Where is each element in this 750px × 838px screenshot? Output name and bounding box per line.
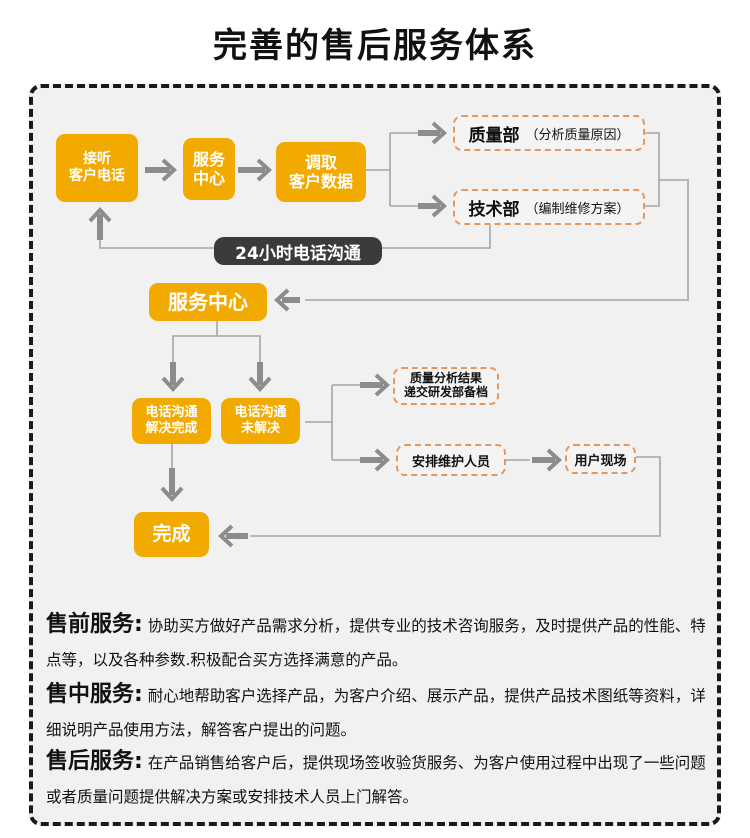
page-title: 完善的售后服务体系 [213,26,537,66]
service-center-1-line1: 服务 [192,149,225,169]
unresolved-line2: 未解决 [240,421,280,436]
tech-dept-label: 技术部 [468,199,520,220]
answer-call-line2: 客户电话 [69,168,125,184]
resolved-node: 电话沟通 解决完成 [132,398,211,444]
fetch-data-node: 调取 客户数据 [276,142,366,202]
resolved-line1: 电话沟通 [145,405,198,421]
answer-call-line1: 接听 [83,151,111,168]
after-sale-label: 售后服务: [46,749,143,774]
done-node: 完成 [134,512,209,557]
dispatch-node: 安排维护人员 [396,444,506,476]
in-sale-service: 售中服务: 耐心地帮助客户选择产品，为客户介绍、展示产品，提供产品技术图纸等资料… [46,678,716,747]
quality-dept-node: 质量部 （分析质量原因） [453,115,645,151]
in-sale-text: 耐心地帮助客户选择产品，为客户介绍、展示产品，提供产品技术图纸等资料，详细说明产… [46,687,706,739]
unresolved-node: 电话沟通 未解决 [221,398,300,444]
pre-sale-text: 协助买方做好产品需求分析，提供专业的技术咨询服务，及时提供产品的性能、特点等，以… [46,617,706,669]
quality-report-node: 质量分析结果 递交研发部备档 [393,367,499,405]
resolved-line2: 解决完成 [145,421,198,436]
service-center-node-1: 服务 中心 [183,138,235,200]
after-sale-service: 售后服务: 在产品销售给客户后，提供现场签收验货服务、为客户使用过程中出现了一些… [46,745,716,814]
onsite-node: 用户现场 [565,444,636,474]
service-center-1-line2: 中心 [192,169,225,188]
pre-sale-service: 售前服务: 协助买方做好产品需求分析，提供专业的技术咨询服务，及时提供产品的性能… [46,608,716,677]
fetch-data-line1: 调取 [304,152,337,172]
quality-dept-label: 质量部 [468,125,520,146]
answer-call-node: 接听 客户电话 [56,134,138,202]
tech-dept-sub: （编制维修方案） [525,201,630,217]
hotline-pill: 24小时电话沟通 [214,237,382,265]
quality-dept-sub: （分析质量原因） [525,127,630,143]
pre-sale-label: 售前服务: [46,612,143,637]
unresolved-line1: 电话沟通 [234,405,287,421]
quality-report-line2: 递交研发部备档 [403,385,488,399]
fetch-data-line2: 客户数据 [288,172,353,191]
after-sale-text: 在产品销售给客户后，提供现场签收验货服务、为客户使用过程中出现了一些问题或者质量… [46,754,706,806]
in-sale-label: 售中服务: [46,682,143,707]
service-center-node-2: 服务中心 [149,283,267,321]
tech-dept-node: 技术部 （编制维修方案） [453,189,645,225]
quality-report-line1: 质量分析结果 [409,371,482,386]
